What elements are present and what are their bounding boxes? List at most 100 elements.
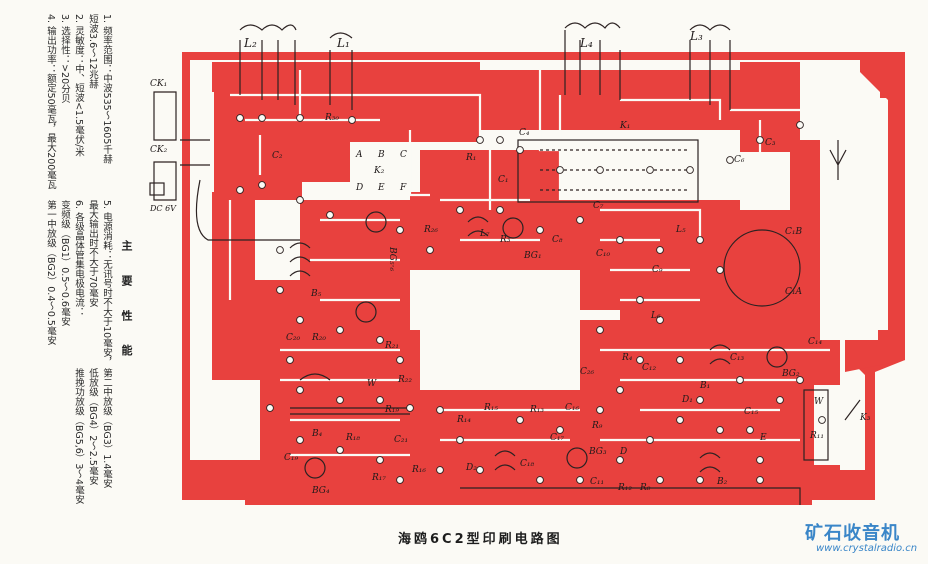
spec-item-5b: 最大输出时不大于70毫安 bbox=[87, 200, 98, 308]
label-C21: C₂₁ bbox=[394, 435, 408, 445]
label-A: A bbox=[355, 150, 363, 160]
solder-pad bbox=[296, 436, 304, 444]
label-C10: C₁₀ bbox=[596, 249, 610, 259]
diagram-caption: 海鸥6C2型印刷电路图 bbox=[398, 532, 563, 547]
solder-pad bbox=[436, 406, 444, 414]
label-C19: C₁₉ bbox=[284, 453, 298, 463]
spec-item-6: 6. 各级晶体管集电极电流： bbox=[73, 200, 84, 317]
solder-pad bbox=[336, 396, 344, 404]
solder-pad bbox=[636, 296, 644, 304]
solder-pad bbox=[258, 181, 266, 189]
solder-pad bbox=[396, 476, 404, 484]
label-R8: R₈ bbox=[639, 483, 651, 493]
label-C2: C₂ bbox=[272, 151, 283, 161]
solder-pad bbox=[286, 356, 294, 364]
solder-pad bbox=[276, 246, 284, 254]
label-DC: DC 6V bbox=[149, 204, 177, 213]
label-C9: C₉ bbox=[652, 265, 663, 275]
spec-item-6a: 变频级（BG1）0.5～0.6毫安 bbox=[59, 200, 70, 326]
spec-item-6e: 推挽功放级（BG5,6）3～4毫安 bbox=[73, 368, 84, 504]
label-R13: R₁₃ bbox=[529, 405, 544, 415]
label-R11: R₁₁ bbox=[809, 431, 824, 441]
solder-pad bbox=[258, 114, 266, 122]
component-labels: L₂ L₁ L₄ L₃ CK₁ CK₂ DC 6V R₃₀ C₂ K₂ A B … bbox=[149, 29, 871, 496]
label-B5: B₅ bbox=[310, 289, 322, 299]
solder-pad bbox=[336, 326, 344, 334]
solder-pad bbox=[456, 436, 464, 444]
solder-pad bbox=[236, 186, 244, 194]
solder-pad bbox=[596, 326, 604, 334]
label-L2: L₂ bbox=[243, 36, 257, 50]
label-B4: B₄ bbox=[311, 429, 323, 439]
solder-pad bbox=[646, 166, 654, 174]
solder-pad bbox=[596, 406, 604, 414]
solder-pad bbox=[266, 404, 274, 412]
label-C13: C₁₃ bbox=[730, 353, 744, 363]
solder-pad bbox=[756, 456, 764, 464]
solder-pad bbox=[296, 316, 304, 324]
watermark-url: www.crystalradio.cn bbox=[816, 543, 918, 554]
solder-pad bbox=[716, 426, 724, 434]
spec-item-6c: 第二中放级（BG3）1.4毫安 bbox=[101, 368, 112, 489]
solder-pad bbox=[496, 206, 504, 214]
solder-pad bbox=[296, 196, 304, 204]
solder-pad bbox=[656, 316, 664, 324]
label-B: B bbox=[377, 150, 385, 160]
solder-pad bbox=[716, 266, 724, 274]
solder-pad bbox=[656, 476, 664, 484]
watermark-logo: 矿石收音机 bbox=[805, 523, 900, 544]
solder-pad bbox=[456, 206, 464, 214]
label-B2: B₂ bbox=[716, 477, 728, 487]
label-C14: C₁₄ bbox=[808, 337, 822, 347]
solder-pad bbox=[676, 356, 684, 364]
label-C15: C₁₅ bbox=[744, 407, 758, 417]
spec-item-4: 4. 输出功率：额定50毫瓦，最大200毫瓦 bbox=[45, 14, 56, 190]
label-K2: K₂ bbox=[373, 166, 385, 176]
solder-pad bbox=[616, 386, 624, 394]
label-K3: K₃ bbox=[859, 413, 871, 423]
solder-pad bbox=[376, 336, 384, 344]
specs-title: 主 要 性 能 bbox=[120, 240, 133, 366]
solder-pad bbox=[296, 386, 304, 394]
label-BG4: BG₄ bbox=[311, 486, 330, 496]
solder-pad bbox=[576, 476, 584, 484]
label-C11: C₁₁ bbox=[590, 477, 604, 487]
label-E2: E bbox=[759, 433, 767, 443]
label-R22: R₂₂ bbox=[397, 375, 412, 385]
solder-pad bbox=[796, 121, 804, 129]
label-R26: R₂₆ bbox=[423, 225, 438, 235]
solder-pad bbox=[756, 476, 764, 484]
trace-gaps bbox=[228, 70, 830, 457]
solder-pad bbox=[636, 356, 644, 364]
label-R21: R₂₁ bbox=[384, 341, 399, 351]
label-L1: L₁ bbox=[336, 36, 350, 50]
spec-item-1: 1. 频率范围：中波535～1605千赫 bbox=[101, 14, 112, 164]
solder-pad bbox=[686, 166, 694, 174]
component-outlines bbox=[149, 22, 861, 505]
label-C3: C₃ bbox=[765, 138, 776, 148]
spec-item-3: 3. 选择性：>20分贝 bbox=[59, 14, 70, 104]
board-gaps bbox=[200, 92, 878, 465]
label-L5: L₅ bbox=[675, 225, 686, 235]
label-R4: R₄ bbox=[621, 353, 633, 363]
solder-pad bbox=[436, 466, 444, 474]
solder-pad bbox=[376, 456, 384, 464]
label-C12: C₁₂ bbox=[642, 363, 656, 373]
label-R14: R₁₄ bbox=[456, 415, 471, 425]
label-R12: R₁₂ bbox=[617, 483, 632, 493]
solder-pad bbox=[736, 376, 744, 384]
solder-pad bbox=[376, 396, 384, 404]
solder-pad bbox=[396, 356, 404, 364]
label-R15: R₁₅ bbox=[483, 403, 498, 413]
label-BG56: BG₅·₆ bbox=[387, 246, 397, 271]
solder-pad bbox=[556, 426, 564, 434]
solder-pad bbox=[656, 246, 664, 254]
label-R17: R₁₇ bbox=[371, 473, 386, 483]
spec-item-6d: 低放级（BG4）2～2.5毫安 bbox=[87, 368, 98, 485]
label-R16: R₁₆ bbox=[411, 465, 426, 475]
label-D3: D bbox=[619, 447, 627, 457]
label-R18: R₁₈ bbox=[345, 433, 360, 443]
solder-pad bbox=[476, 466, 484, 474]
solder-pad bbox=[616, 236, 624, 244]
label-BG1: BG₁ bbox=[523, 251, 542, 261]
